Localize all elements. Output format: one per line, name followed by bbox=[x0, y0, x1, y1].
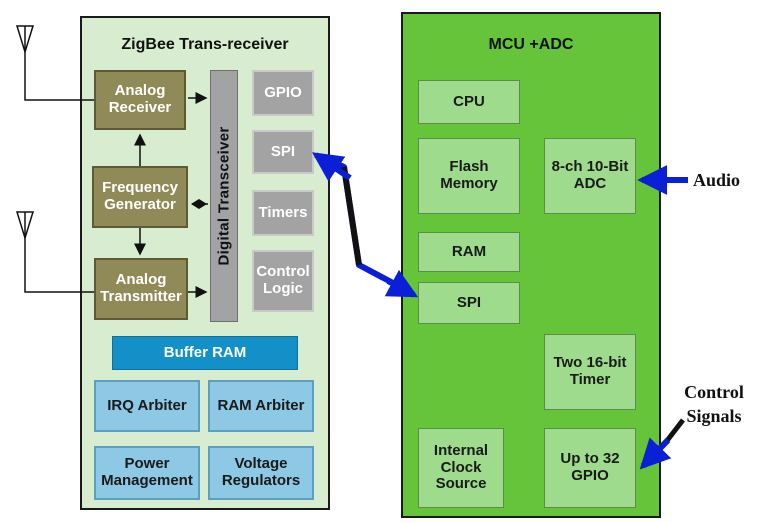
buffer-ram-block: Buffer RAM bbox=[112, 336, 298, 370]
audio-label: Audio bbox=[693, 170, 741, 190]
adc-block: 8-ch 10-Bit ADC bbox=[544, 138, 636, 214]
control-signals-label: Control Signals bbox=[684, 382, 744, 427]
connector-diamond-icon bbox=[191, 199, 207, 209]
zigbee-gpio-block: GPIO bbox=[252, 70, 314, 116]
control-signals-arrow-icon bbox=[639, 418, 685, 470]
flash-memory-block: Flash Memory bbox=[418, 138, 520, 214]
mcu-gpio-block: Up to 32 GPIO bbox=[544, 428, 636, 508]
analog-transmitter-block: Analog Transmitter bbox=[94, 258, 188, 320]
irq-arbiter-block: IRQ Arbiter bbox=[94, 380, 200, 432]
analog-receiver-block: Analog Receiver bbox=[94, 70, 186, 130]
voltage-regulators-block: Voltage Regulators bbox=[208, 446, 314, 500]
digital-transceiver-block: Digital Transceiver bbox=[210, 70, 238, 322]
power-management-block: Power Management bbox=[94, 446, 200, 500]
zigbee-title: ZigBee Trans-receiver bbox=[121, 36, 289, 53]
timers-block: Timers bbox=[252, 190, 314, 236]
timer-block: Two 16-bit Timer bbox=[544, 334, 636, 410]
internal-clock-block: Internal Clock Source bbox=[418, 428, 504, 508]
zigbee-spi-block: SPI bbox=[252, 130, 314, 174]
control-logic-block: Control Logic bbox=[252, 250, 314, 312]
ram-block: RAM bbox=[418, 232, 520, 272]
antenna-top-icon bbox=[15, 25, 94, 101]
internal-arrows bbox=[134, 92, 208, 298]
frequency-generator-block: Frequency Generator bbox=[92, 166, 188, 228]
ram-arbiter-block: RAM Arbiter bbox=[208, 380, 314, 432]
mcu-title: MCU +ADC bbox=[488, 36, 574, 53]
antenna-bottom-icon bbox=[15, 211, 94, 293]
cpu-block: CPU bbox=[418, 80, 520, 124]
spi-link-icon bbox=[312, 152, 419, 298]
mcu-spi-block: SPI bbox=[418, 282, 520, 324]
